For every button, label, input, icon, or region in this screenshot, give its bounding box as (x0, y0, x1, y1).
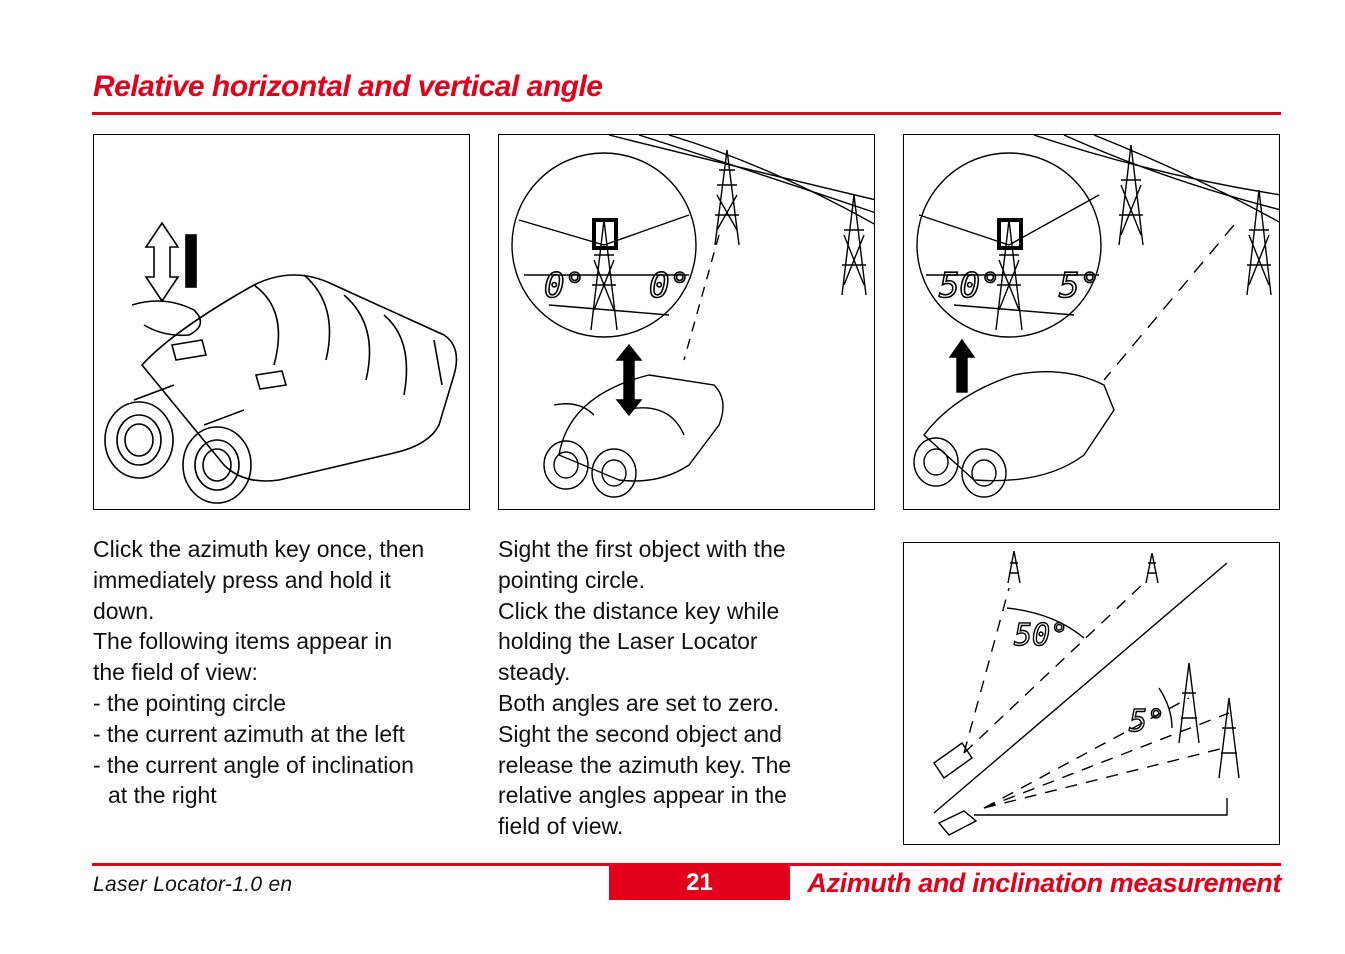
text-line: Sight the second object and (498, 720, 782, 747)
pylon-icon (1118, 144, 1144, 246)
text-line: holding the Laser Locator (498, 628, 758, 655)
inclination-label: 5° (1129, 704, 1165, 739)
text-line: Click the distance key while (498, 597, 780, 624)
pylon-icon (1218, 697, 1240, 779)
text-line: pointing circle. (498, 566, 646, 593)
document-name: Laser Locator-1.0 en (93, 873, 293, 896)
text-line: Both angles are set to zero. (498, 689, 780, 716)
pylon-icon (1145, 552, 1159, 584)
text-line: steady. (498, 659, 571, 686)
binocular-press-key-icon (104, 221, 458, 504)
pylon-icon (714, 149, 740, 246)
azimuth-reading: 0° (544, 266, 585, 306)
figure-angle-diagram: 50° 5° (903, 542, 1280, 845)
figure-zero-angles: 0° 0° (498, 134, 875, 510)
azimuth-reading: 50° (939, 266, 1000, 306)
pylon-icon (1007, 550, 1021, 584)
list-item: - the current angle of inclination (93, 751, 414, 778)
text-line: The following items appear in (93, 628, 393, 655)
pylon-icon (1246, 189, 1272, 296)
header-rule (92, 112, 1281, 115)
instructions-middle: Sight the first object with the pointing… (498, 534, 791, 842)
page-title: Relative horizontal and vertical angle (93, 70, 603, 103)
figure-binocular-key-press (93, 134, 470, 510)
figure-relative-angles: 50° 5° (903, 134, 1280, 510)
list-item: - the current azimuth at the left (93, 720, 405, 747)
text-line: Sight the first object with the (498, 536, 786, 562)
inclination-reading: 5° (1059, 266, 1100, 306)
pylon-icon (1178, 662, 1200, 744)
inclination-reading: 0° (649, 266, 690, 306)
text-line: release the azimuth key. The (498, 751, 792, 778)
text-line: Click the azimuth key once, then (93, 536, 425, 562)
section-title: Azimuth and inclination measurement (807, 868, 1281, 898)
text-line: immediately press and hold it (93, 566, 391, 593)
instructions-left: Click the azimuth key once, then immedia… (93, 534, 424, 811)
text-line: the field of view: (93, 659, 258, 686)
text-line: down. (93, 597, 155, 624)
footer-rule (92, 863, 1281, 866)
list-item-continued: at the right (108, 782, 217, 809)
text-line: field of view. (498, 813, 624, 840)
page-number: 21 (609, 866, 790, 900)
pylon-icon (841, 194, 867, 296)
text-line: relative angles appear in the (498, 782, 787, 809)
list-item: - the pointing circle (93, 689, 287, 716)
azimuth-label: 50° (1014, 618, 1068, 653)
